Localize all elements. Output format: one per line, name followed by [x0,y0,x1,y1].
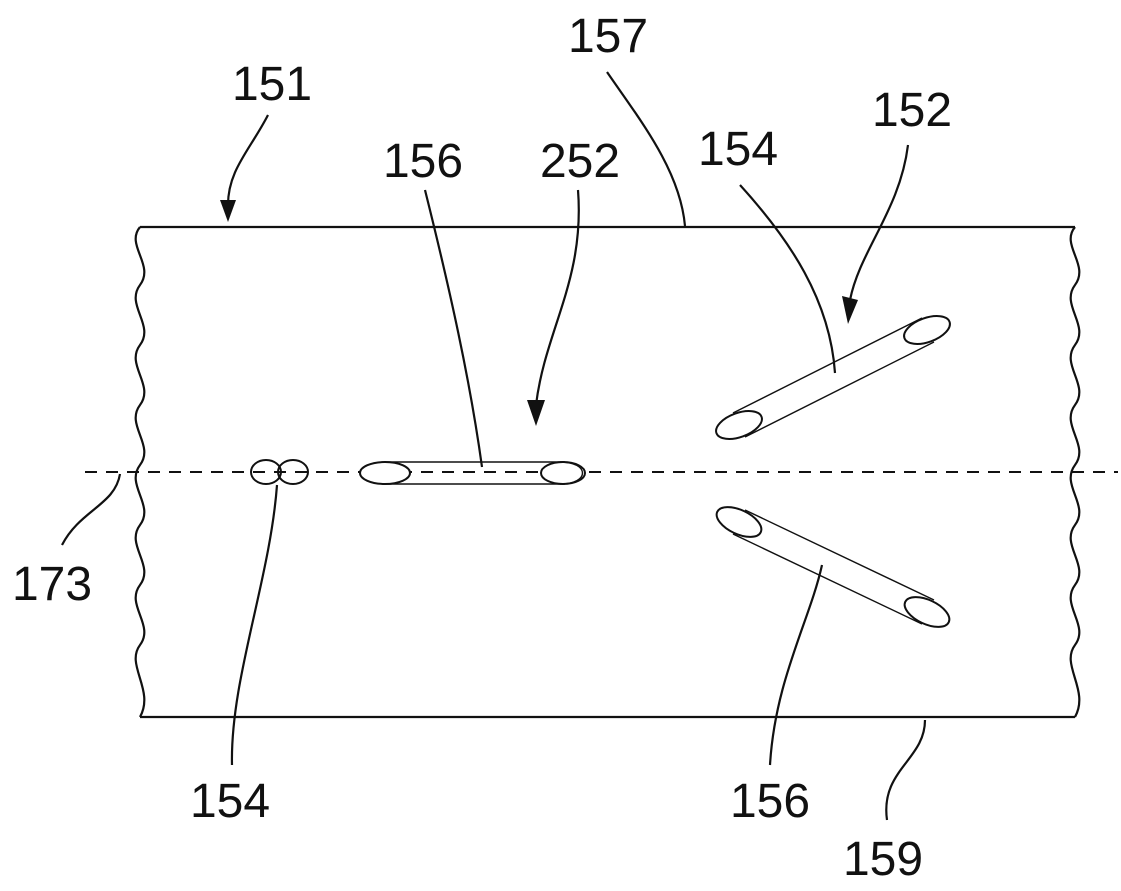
label-154-top: 154 [698,123,778,176]
right-break-edge [1069,226,1081,718]
leader-154-bottom [230,484,279,766]
label-156-top: 156 [383,135,463,188]
label-151: 151 [232,58,312,111]
leader-156-top [423,189,484,468]
leader-151 [226,114,269,206]
arrowhead-152 [842,296,858,324]
arrowhead-151 [220,200,236,222]
tube-body [134,225,1081,719]
leader-252 [534,189,580,406]
leader-152 [848,144,910,301]
leader-156-bottom [768,564,824,766]
element-154-end-view [250,459,309,485]
leader-157 [606,71,687,227]
label-157: 157 [568,10,648,63]
left-break-edge [134,226,146,718]
label-154-bottom: 154 [190,775,270,828]
label-159: 159 [843,833,923,886]
leader-154-top [739,184,837,374]
label-252: 252 [540,135,620,188]
element-152-upper [715,315,951,440]
leader-173 [61,473,122,546]
label-173: 173 [12,558,92,611]
leader-159 [885,719,927,821]
label-156-bottom: 156 [730,775,810,828]
label-152: 152 [872,84,952,137]
element-152-lower [715,506,951,628]
element-252 [359,461,586,485]
arrowhead-252 [527,400,545,426]
